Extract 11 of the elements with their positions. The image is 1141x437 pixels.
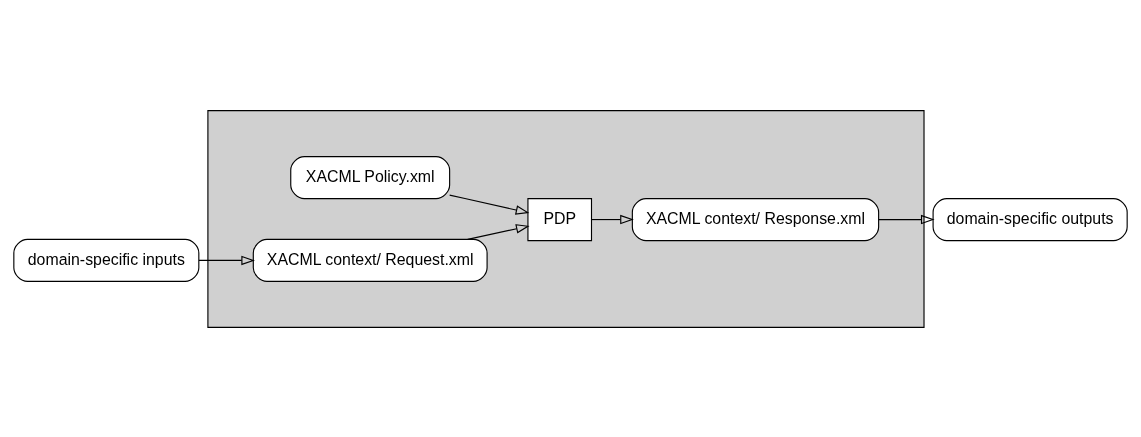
node-box: XACML context/ Request.xml xyxy=(252,238,488,282)
arrow xyxy=(467,223,530,240)
arrow xyxy=(878,214,935,224)
arrow xyxy=(590,214,634,224)
arrow xyxy=(198,255,255,265)
node-box: PDP xyxy=(527,197,593,241)
node-box: domain-specific inputs xyxy=(13,238,200,282)
node-box: XACML Policy.xml xyxy=(290,155,451,199)
node-box: XACML context/ Response.xml xyxy=(631,197,880,241)
node-box: domain-specific outputs xyxy=(932,197,1128,241)
arrow xyxy=(449,194,530,215)
